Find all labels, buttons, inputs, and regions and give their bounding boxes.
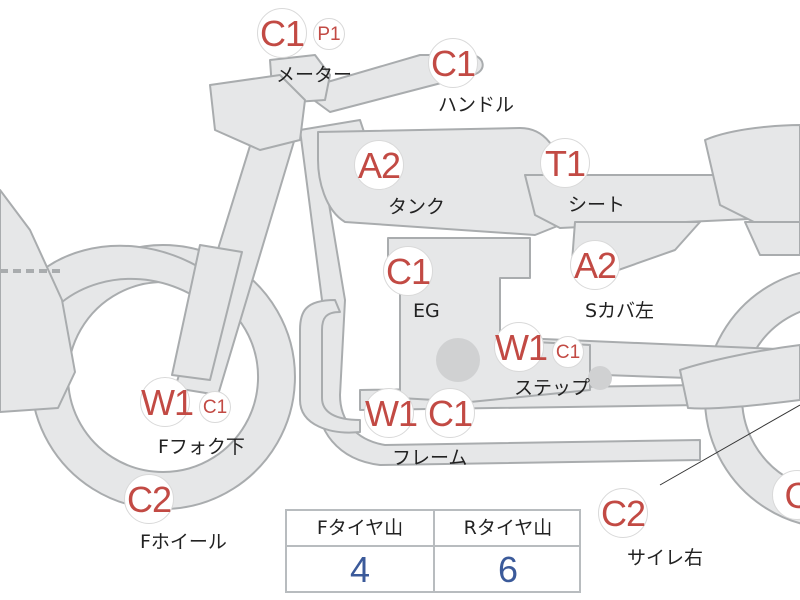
muffler-c2-badge: C2 bbox=[598, 488, 648, 538]
meter-label: メーター bbox=[276, 64, 353, 86]
rear-tire-value: 6 bbox=[497, 549, 519, 590]
rear-frame bbox=[744, 221, 800, 256]
step-c1-badge: C1 bbox=[552, 336, 584, 368]
front-fork-w1-badge: W1 bbox=[140, 377, 194, 427]
rear-wheel-c-badge: C bbox=[772, 470, 800, 520]
front-tire-header: Fタイヤ山 bbox=[287, 511, 433, 547]
front-wheel-label: Fホイール bbox=[140, 531, 227, 553]
side-cover-a2-badge: A2 bbox=[570, 240, 620, 290]
front-tire-value: 4 bbox=[349, 549, 371, 590]
frame-label: フレーム bbox=[392, 447, 468, 469]
tank-a2-badge: A2 bbox=[354, 140, 404, 190]
seat-t1-badge: T1 bbox=[540, 138, 590, 188]
rear-tire-column: Rタイヤ山 6 bbox=[435, 511, 581, 591]
tire-tread-table: Fタイヤ山 4 Rタイヤ山 6 bbox=[285, 509, 581, 593]
front-fork-c1-badge: C1 bbox=[199, 391, 231, 423]
engine-label: EG bbox=[413, 300, 440, 322]
muffler-label: サイレ右 bbox=[627, 547, 704, 569]
handle-label: ハンドル bbox=[438, 94, 515, 116]
front-fork-label: Fフォク下 bbox=[158, 436, 245, 458]
frame-c1-badge: C1 bbox=[425, 388, 475, 438]
muffler-leader bbox=[659, 404, 800, 486]
front-wheel-c2-badge: C2 bbox=[124, 474, 174, 524]
meter-p1-badge: P1 bbox=[313, 18, 345, 50]
fork-leg bbox=[171, 244, 243, 381]
step-label: ステップ bbox=[514, 377, 591, 399]
rear-tire-header: Rタイヤ山 bbox=[435, 511, 581, 547]
step-w1-badge: W1 bbox=[494, 322, 548, 372]
handle-c1-badge: C1 bbox=[428, 38, 478, 88]
front-tire-column: Fタイヤ山 4 bbox=[287, 511, 435, 591]
frame-front-down bbox=[299, 299, 361, 434]
step-peg bbox=[588, 366, 612, 390]
head-bracket bbox=[209, 74, 306, 151]
meter-c1-badge: C1 bbox=[257, 8, 307, 58]
exhaust bbox=[679, 344, 800, 410]
tank-label: タンク bbox=[388, 196, 446, 218]
frame-w1-badge: W1 bbox=[364, 388, 418, 438]
side-cover-label: Sカバ左 bbox=[585, 300, 655, 322]
engine-cover bbox=[436, 338, 480, 382]
engine-c1-badge: C1 bbox=[383, 246, 433, 296]
headlight-cowl bbox=[0, 189, 76, 413]
seat-label: シート bbox=[568, 194, 626, 216]
